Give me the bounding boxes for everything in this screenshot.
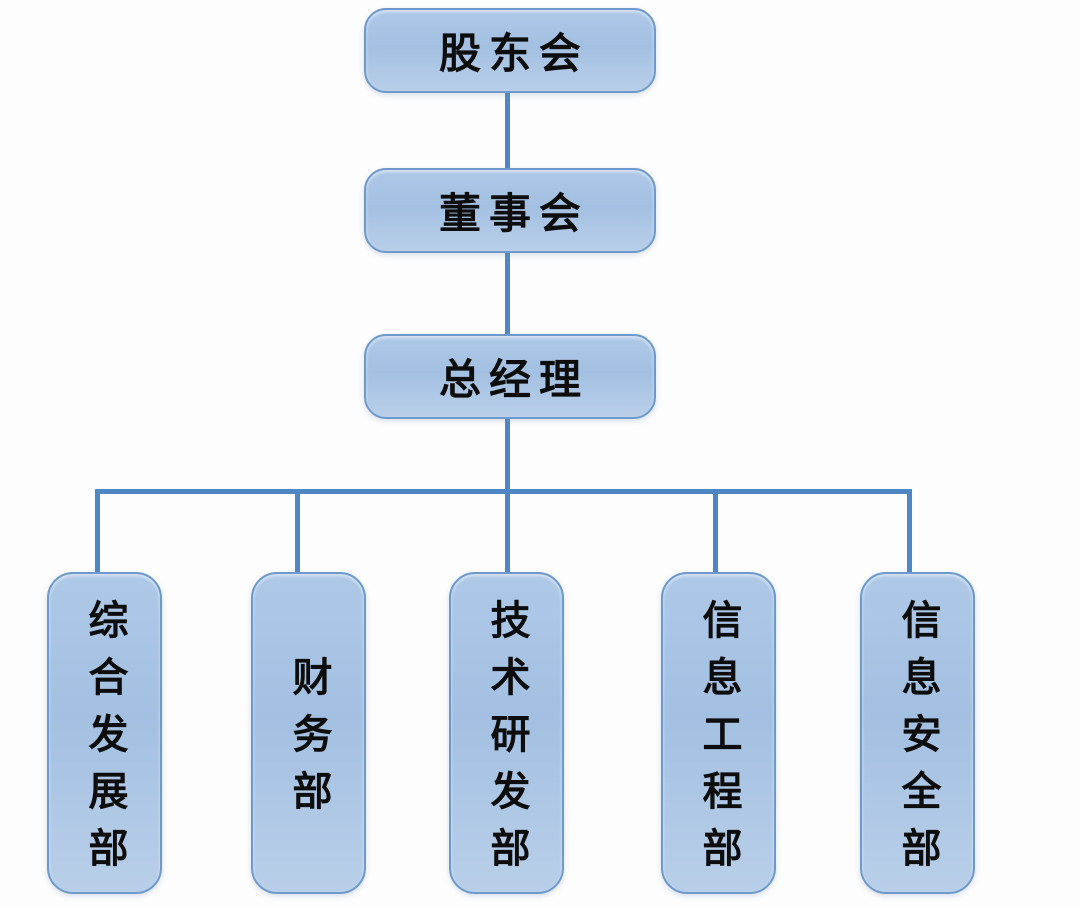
node-dept-comprehensive-development-label: 综合发展部 <box>82 599 127 884</box>
node-dept-finance-label: 财务部 <box>286 656 331 827</box>
node-dept-info-engineering: 信息工程部 <box>661 572 776 894</box>
node-dept-info-security-label: 信息安全部 <box>895 599 940 884</box>
connector-drop-info-security <box>907 489 912 575</box>
node-dept-info-security: 信息安全部 <box>860 572 975 894</box>
node-general-manager: 总经理 <box>364 334 656 419</box>
node-dept-info-engineering-label: 信息工程部 <box>696 599 741 884</box>
connector-drop-info-engineering <box>713 489 718 575</box>
connector-shareholders-to-board <box>505 91 510 170</box>
connector-drop-finance <box>295 489 300 575</box>
node-dept-comprehensive-development: 综合发展部 <box>47 572 162 894</box>
node-dept-tech-research-development: 技术研发部 <box>449 572 564 894</box>
connector-departments-horizontal-bar <box>95 489 912 494</box>
connector-drop-comprehensive-development <box>95 489 100 575</box>
connector-gm-to-departments-trunk <box>505 417 510 575</box>
node-board-of-directors-label: 董事会 <box>438 190 589 237</box>
node-dept-finance: 财务部 <box>251 572 366 894</box>
node-general-manager-label: 总经理 <box>438 356 589 403</box>
connector-board-to-gm <box>505 251 510 336</box>
node-shareholders-meeting: 股东会 <box>364 8 656 93</box>
node-shareholders-meeting-label: 股东会 <box>438 30 589 77</box>
node-board-of-directors: 董事会 <box>364 168 656 253</box>
node-dept-tech-research-development-label: 技术研发部 <box>484 599 529 884</box>
